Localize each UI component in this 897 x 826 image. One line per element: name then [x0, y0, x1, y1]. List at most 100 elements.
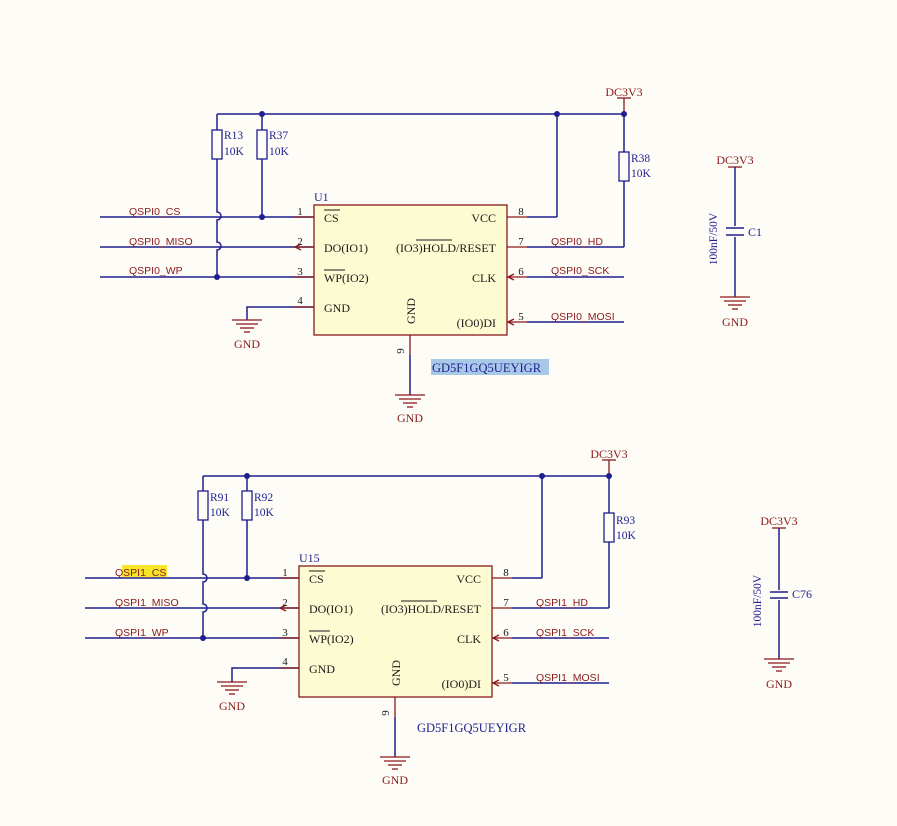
- search-highlight: [122, 565, 167, 577]
- pin-number: 1: [297, 206, 303, 218]
- pin-number: 3: [297, 266, 303, 278]
- net-label-qspi1-sck[interactable]: QSPI1_SCK: [536, 627, 594, 639]
- pin-direction-arrow: [491, 634, 500, 642]
- pin-name-wp: WP(IO2): [324, 271, 369, 285]
- gnd-label: GND: [766, 677, 792, 691]
- part-number-u15[interactable]: GD5F1GQ5UEYIGR: [417, 721, 527, 735]
- resistor-r91[interactable]: [197, 490, 209, 521]
- gnd-wire-pin4: [246, 306, 314, 320]
- r93-value: 10K: [616, 530, 637, 542]
- pin-direction-arrow: [506, 318, 515, 326]
- net-label-qspi0-miso[interactable]: QSPI0_MISO: [129, 236, 193, 248]
- resistor-r37[interactable]: [256, 129, 268, 160]
- qspi1-flash-block: DC3V3 R91 10K R92 10K R93 10K QSPI1_CS Q…: [85, 447, 812, 787]
- pin-name-gnd-vertical: GND: [404, 298, 418, 324]
- pin-name-clk: CLK: [472, 271, 496, 285]
- gnd-label: GND: [382, 773, 408, 787]
- r93-ref: R93: [616, 515, 635, 527]
- pin-name-cs: CS: [324, 211, 339, 225]
- r13-down-wire: [216, 159, 222, 277]
- net-label-qspi0-sck[interactable]: QSPI0_SCK: [551, 265, 609, 277]
- pin-number: 5: [503, 672, 509, 684]
- resistor-r93[interactable]: [603, 512, 615, 543]
- r92-ref: R92: [254, 492, 273, 504]
- r13-value: 10K: [224, 146, 245, 158]
- pin-name-gnd: GND: [324, 301, 350, 315]
- pin-number: 3: [282, 627, 288, 639]
- r37-ref: R37: [269, 130, 288, 142]
- r37-value: 10K: [269, 146, 290, 158]
- junction-dot: [606, 473, 612, 479]
- r13-ref: R13: [224, 130, 243, 142]
- pin-number: 4: [297, 295, 303, 307]
- gnd-label: GND: [219, 699, 245, 713]
- net-label-qspi1-cs[interactable]: QSPI1_CS: [115, 567, 166, 579]
- capacitor-c76[interactable]: [764, 527, 794, 672]
- part-number-u1[interactable]: GD5F1GQ5UEYIGR: [432, 361, 542, 375]
- gnd-label: GND: [397, 411, 423, 425]
- pin-name-vcc: VCC: [456, 572, 481, 586]
- net-label-qspi0-hd[interactable]: QSPI0_HD: [551, 236, 603, 248]
- pin-number: 8: [503, 567, 509, 579]
- r91-value: 10K: [210, 507, 231, 519]
- resistor-r38[interactable]: [618, 151, 630, 182]
- net-label-qspi0-wp[interactable]: QSPI0_WP: [129, 265, 183, 277]
- junction-dot: [244, 473, 250, 479]
- ground-symbol: [232, 319, 262, 333]
- power-label-dc3v3: DC3V3: [605, 85, 642, 99]
- chip-ref-u1: U1: [314, 190, 329, 204]
- pin-number: 1: [282, 567, 288, 579]
- chip-ref-u15: U15: [299, 551, 320, 565]
- ground-symbol: [395, 394, 425, 408]
- pin-number: 6: [503, 627, 509, 639]
- pin-name-gnd: GND: [309, 662, 335, 676]
- pin-name-clk: CLK: [457, 632, 481, 646]
- pin-name-hold-reset: (IO3)HOLD/RESET: [381, 602, 482, 616]
- flash-chip-u1[interactable]: [313, 204, 508, 336]
- r91-down-wire: [202, 520, 208, 638]
- pin-number: 6: [518, 266, 524, 278]
- pin-name-wp: WP(IO2): [309, 632, 354, 646]
- net-label-qspi0-cs[interactable]: QSPI0_CS: [129, 206, 180, 218]
- pin-direction-arrow: [506, 273, 515, 281]
- pin-direction-arrow: [293, 243, 302, 251]
- r92-value: 10K: [254, 507, 275, 519]
- net-label-qspi1-mosi[interactable]: QSPI1_MOSI: [536, 672, 600, 684]
- gnd-label: GND: [722, 315, 748, 329]
- pin-number: 9: [380, 710, 392, 716]
- r91-ref: R91: [210, 492, 229, 504]
- ground-symbol: [380, 756, 410, 770]
- pin-name-vcc: VCC: [471, 211, 496, 225]
- cap-value: 100nF/50V: [752, 574, 764, 627]
- cap-value: 100nF/50V: [708, 212, 720, 265]
- net-label-qspi0-mosi[interactable]: QSPI0_MOSI: [551, 311, 615, 323]
- resistor-r13[interactable]: [211, 129, 223, 160]
- qspi0-flash-block: DC3V3 R13 10K R37 10K R38 10K QSPI0_CS: [100, 85, 762, 425]
- resistor-r92[interactable]: [241, 490, 253, 521]
- junction-dot: [539, 473, 545, 479]
- pin-name-gnd-vertical: GND: [389, 660, 403, 686]
- net-label-qspi1-hd[interactable]: QSPI1_HD: [536, 597, 588, 609]
- pin-name-hold-reset: (IO3)HOLD/RESET: [396, 241, 497, 255]
- ground-symbol: [217, 681, 247, 695]
- pin-name-di: (IO0)DI: [457, 316, 496, 330]
- pin-number: 5: [518, 311, 524, 323]
- net-label-qspi1-miso[interactable]: QSPI1_MISO: [115, 597, 179, 609]
- pin-number: 7: [503, 597, 509, 609]
- capacitor-c1[interactable]: [720, 166, 750, 310]
- junction-dot: [259, 111, 265, 117]
- pin-number: 4: [282, 656, 288, 668]
- pin-name-cs: CS: [309, 572, 324, 586]
- gnd-wire-pin4: [231, 667, 299, 682]
- net-label-qspi1-wp[interactable]: QSPI1_WP: [115, 627, 169, 639]
- pin-number: 8: [518, 206, 524, 218]
- pin-direction-arrow: [278, 604, 287, 612]
- cap-ref-c76: C76: [792, 587, 812, 601]
- r38-value: 10K: [631, 168, 652, 180]
- junction-dot: [621, 111, 627, 117]
- selection-highlight: [431, 359, 549, 375]
- power-label-dc3v3: DC3V3: [590, 447, 627, 461]
- pin-name-do: DO(IO1): [324, 241, 368, 255]
- pin-number: 2: [297, 236, 303, 248]
